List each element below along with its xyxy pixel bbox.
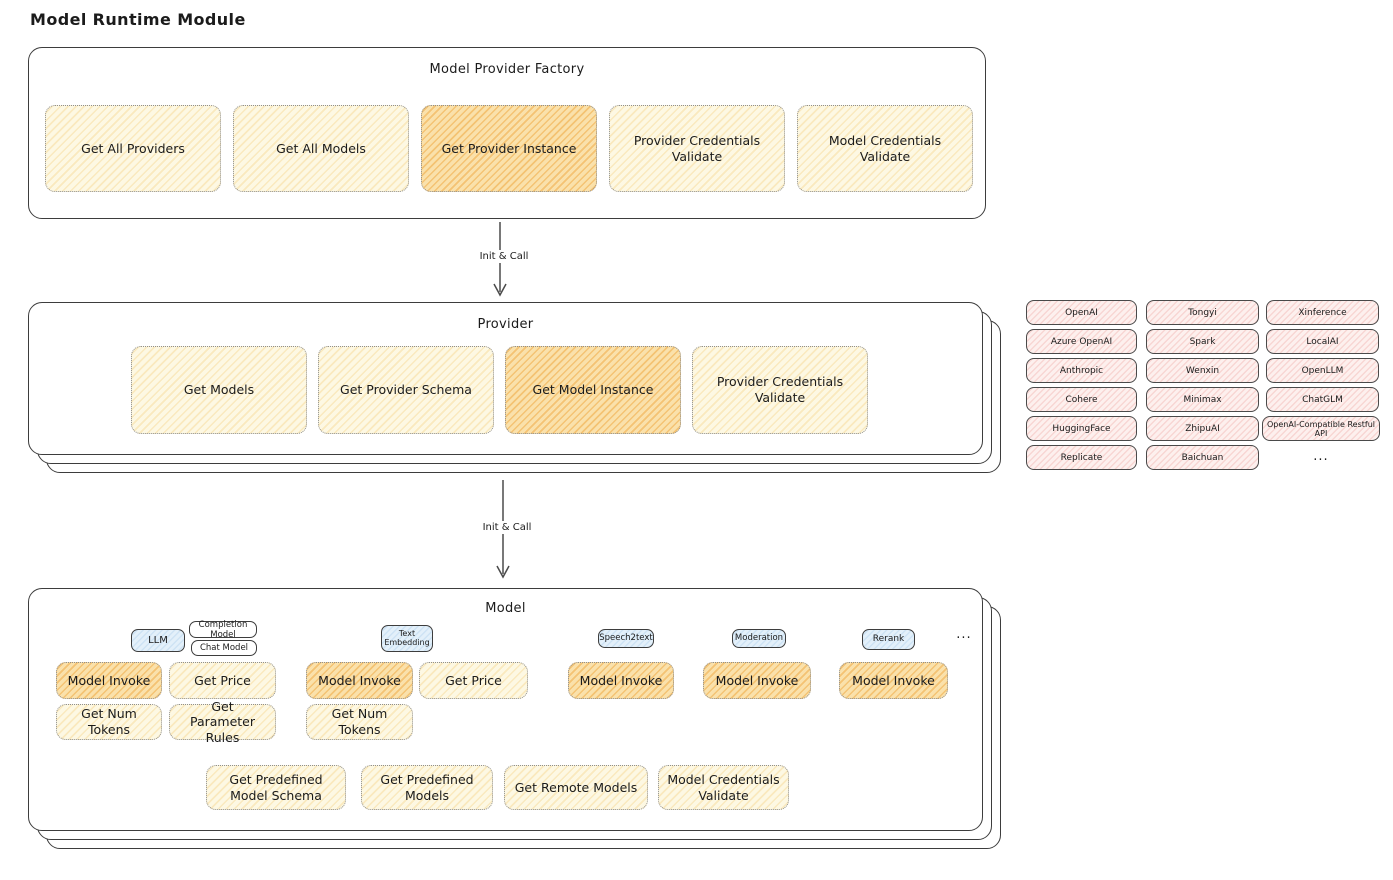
provider-title: Provider <box>477 317 534 332</box>
model-box-get-remote-models: Get Remote Models <box>504 765 648 810</box>
provider-chip-xinference: Xinference <box>1266 300 1379 325</box>
provider-chip-zhipuai: ZhipuAI <box>1146 416 1259 441</box>
model-tags-ellipsis: ... <box>956 627 972 642</box>
factory-box-get-provider-instance: Get Provider Instance <box>421 105 597 192</box>
provider-chip-anthropic: Anthropic <box>1026 358 1137 383</box>
provider-chip-openai-compatible-restful-api: OpenAI-Compatible Restful API <box>1262 416 1380 441</box>
tag-speech2text: Speech2text <box>598 629 654 648</box>
tag-moderation: Moderation <box>732 629 786 648</box>
provider-chip-minimax: Minimax <box>1146 387 1259 412</box>
factory-box-model-credentials-validate: Model Credentials Validate <box>797 105 973 192</box>
provider-box-get-model-instance: Get Model Instance <box>505 346 681 434</box>
model-title: Model <box>485 601 526 616</box>
provider-chip-wenxin: Wenxin <box>1146 358 1259 383</box>
model-box-text-embedding-model-invoke: Model Invoke <box>306 662 413 699</box>
model-box-rerank-model-invoke: Model Invoke <box>839 662 948 699</box>
provider-chip-spark: Spark <box>1146 329 1259 354</box>
model-box-moderation-model-invoke: Model Invoke <box>703 662 811 699</box>
arrow-label-init-call-2: Init & Call <box>463 521 551 534</box>
provider-chip-tongyi: Tongyi <box>1146 300 1259 325</box>
tag-rerank: Rerank <box>862 629 915 650</box>
provider-box-get-provider-schema: Get Provider Schema <box>318 346 494 434</box>
model-box-llm-model-invoke: Model Invoke <box>56 662 162 699</box>
panel-model: Model LLM Completion Model Chat Model Te… <box>28 588 983 831</box>
provider-chip-cohere: Cohere <box>1026 387 1137 412</box>
tag-completion-model: Completion Model <box>189 620 257 640</box>
providers-grid-ellipsis: ... <box>1313 449 1329 464</box>
model-box-get-predefined-models: Get Predefined Models <box>361 765 493 810</box>
model-box-model-credentials-validate: Model Credentials Validate <box>658 765 789 810</box>
provider-chip-openllm: OpenLLM <box>1266 358 1379 383</box>
factory-box-get-all-providers: Get All Providers <box>45 105 221 192</box>
factory-box-provider-credentials-validate: Provider Credentials Validate <box>609 105 785 192</box>
provider-chip-huggingface: HuggingFace <box>1026 416 1137 441</box>
model-box-llm-get-parameter-rules: Get Parameter Rules <box>169 699 276 745</box>
model-box-llm-get-price: Get Price <box>169 662 276 699</box>
diagram-title: Model Runtime Module <box>30 10 246 29</box>
model-box-text-embedding-get-num-tokens: Get Num Tokens <box>306 704 413 740</box>
model-box-speech2text-model-invoke: Model Invoke <box>568 662 674 699</box>
panel-provider: Provider Get Models Get Provider Schema … <box>28 302 983 455</box>
provider-chip-azure-openai: Azure OpenAI <box>1026 329 1137 354</box>
model-box-llm-get-num-tokens: Get Num Tokens <box>56 704 162 740</box>
provider-chip-chatglm: ChatGLM <box>1266 387 1379 412</box>
panel-model-provider-factory: Model Provider Factory Get All Providers… <box>28 47 986 219</box>
tag-text-embedding: Text Embedding <box>381 625 433 652</box>
provider-box-get-models: Get Models <box>131 346 307 434</box>
factory-title: Model Provider Factory <box>429 62 585 77</box>
tag-llm: LLM <box>131 629 185 652</box>
model-box-get-predefined-model-schema: Get Predefined Model Schema <box>206 765 346 810</box>
factory-box-get-all-models: Get All Models <box>233 105 409 192</box>
model-box-text-embedding-get-price: Get Price <box>419 662 528 699</box>
arrow-label-init-call-1: Init & Call <box>460 250 548 263</box>
tag-chat-model: Chat Model <box>191 640 257 656</box>
provider-chip-localai: LocalAI <box>1266 329 1379 354</box>
provider-chip-baichuan: Baichuan <box>1146 445 1259 470</box>
provider-chip-replicate: Replicate <box>1026 445 1137 470</box>
provider-chip-openai: OpenAI <box>1026 300 1137 325</box>
provider-box-provider-credentials-validate: Provider Credentials Validate <box>692 346 868 434</box>
